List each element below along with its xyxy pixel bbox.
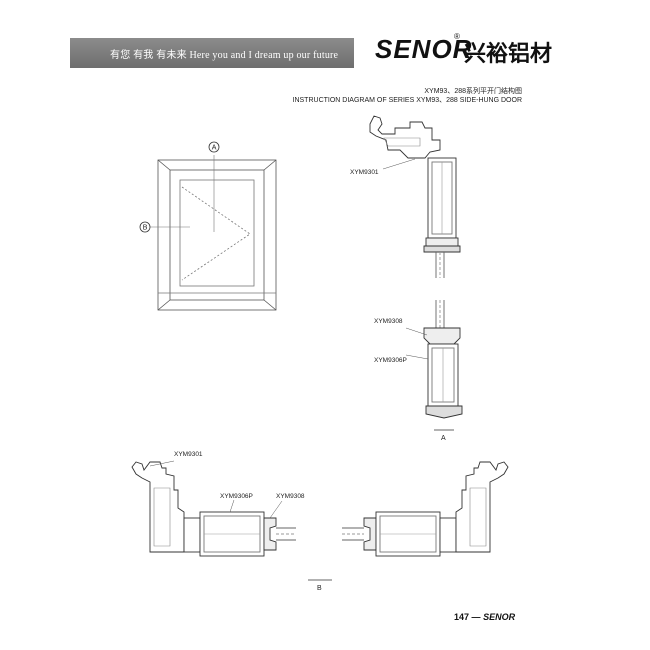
- section-b-label: B: [317, 585, 322, 592]
- sash: [179, 179, 255, 287]
- marker-a-circle: [208, 141, 220, 153]
- brand-chinese-name: 兴裕铝材: [464, 41, 553, 66]
- leader-b-9301: [149, 460, 175, 467]
- leader-9306p: [405, 354, 429, 360]
- marker-b: B: [143, 225, 148, 232]
- inner-frame: [169, 169, 265, 301]
- page-footer: 147 — SENOR: [454, 612, 515, 622]
- senor-logo: SENOR: [375, 34, 473, 64]
- marker-a: A: [212, 145, 217, 152]
- section-a-top-profile: [369, 115, 461, 278]
- label-xym9301-b: XYM9301: [174, 451, 203, 458]
- footer-dash: —: [471, 612, 481, 622]
- registered-mark: ®: [454, 32, 460, 41]
- leader-b-9306p: [229, 499, 235, 513]
- slogan: 有您 有我 有未来 Here you and I dream up our fu…: [110, 50, 339, 61]
- label-xym9306p-b: XYM9306P: [220, 493, 253, 500]
- section-a-bottom-profile: [423, 300, 463, 419]
- label-xym9308-b: XYM9308: [276, 493, 305, 500]
- door-elevation: [139, 141, 277, 311]
- page-number: 147: [454, 612, 470, 622]
- leader-b-9308: [269, 500, 283, 519]
- leader-9308: [405, 327, 428, 336]
- door-structure-drawing: A B XYM9301: [131, 115, 509, 592]
- catalog-page: 有您 有我 有未来 Here you and I dream up our fu…: [70, 12, 574, 640]
- label-xym9308-a: XYM9308: [374, 318, 403, 325]
- opening-direction: [181, 186, 251, 281]
- section-a-label: A: [441, 435, 446, 442]
- header-logo-area: [354, 30, 574, 76]
- section-b-right-profile: [342, 461, 509, 557]
- section-b-left-profile: [131, 461, 296, 557]
- page-title-english: INSTRUCTION DIAGRAM OF SERIES XYM93、288 …: [292, 97, 522, 104]
- outer-frame: [157, 159, 277, 311]
- label-xym9301-top: XYM9301: [350, 169, 379, 176]
- footer-brand: SENOR: [483, 612, 516, 622]
- leader-top: [382, 158, 416, 170]
- label-xym9306p-a: XYM9306P: [374, 357, 407, 364]
- marker-b-circle: [139, 221, 151, 233]
- page-title-chinese: XYM93、288系列平开门结构图: [424, 88, 522, 95]
